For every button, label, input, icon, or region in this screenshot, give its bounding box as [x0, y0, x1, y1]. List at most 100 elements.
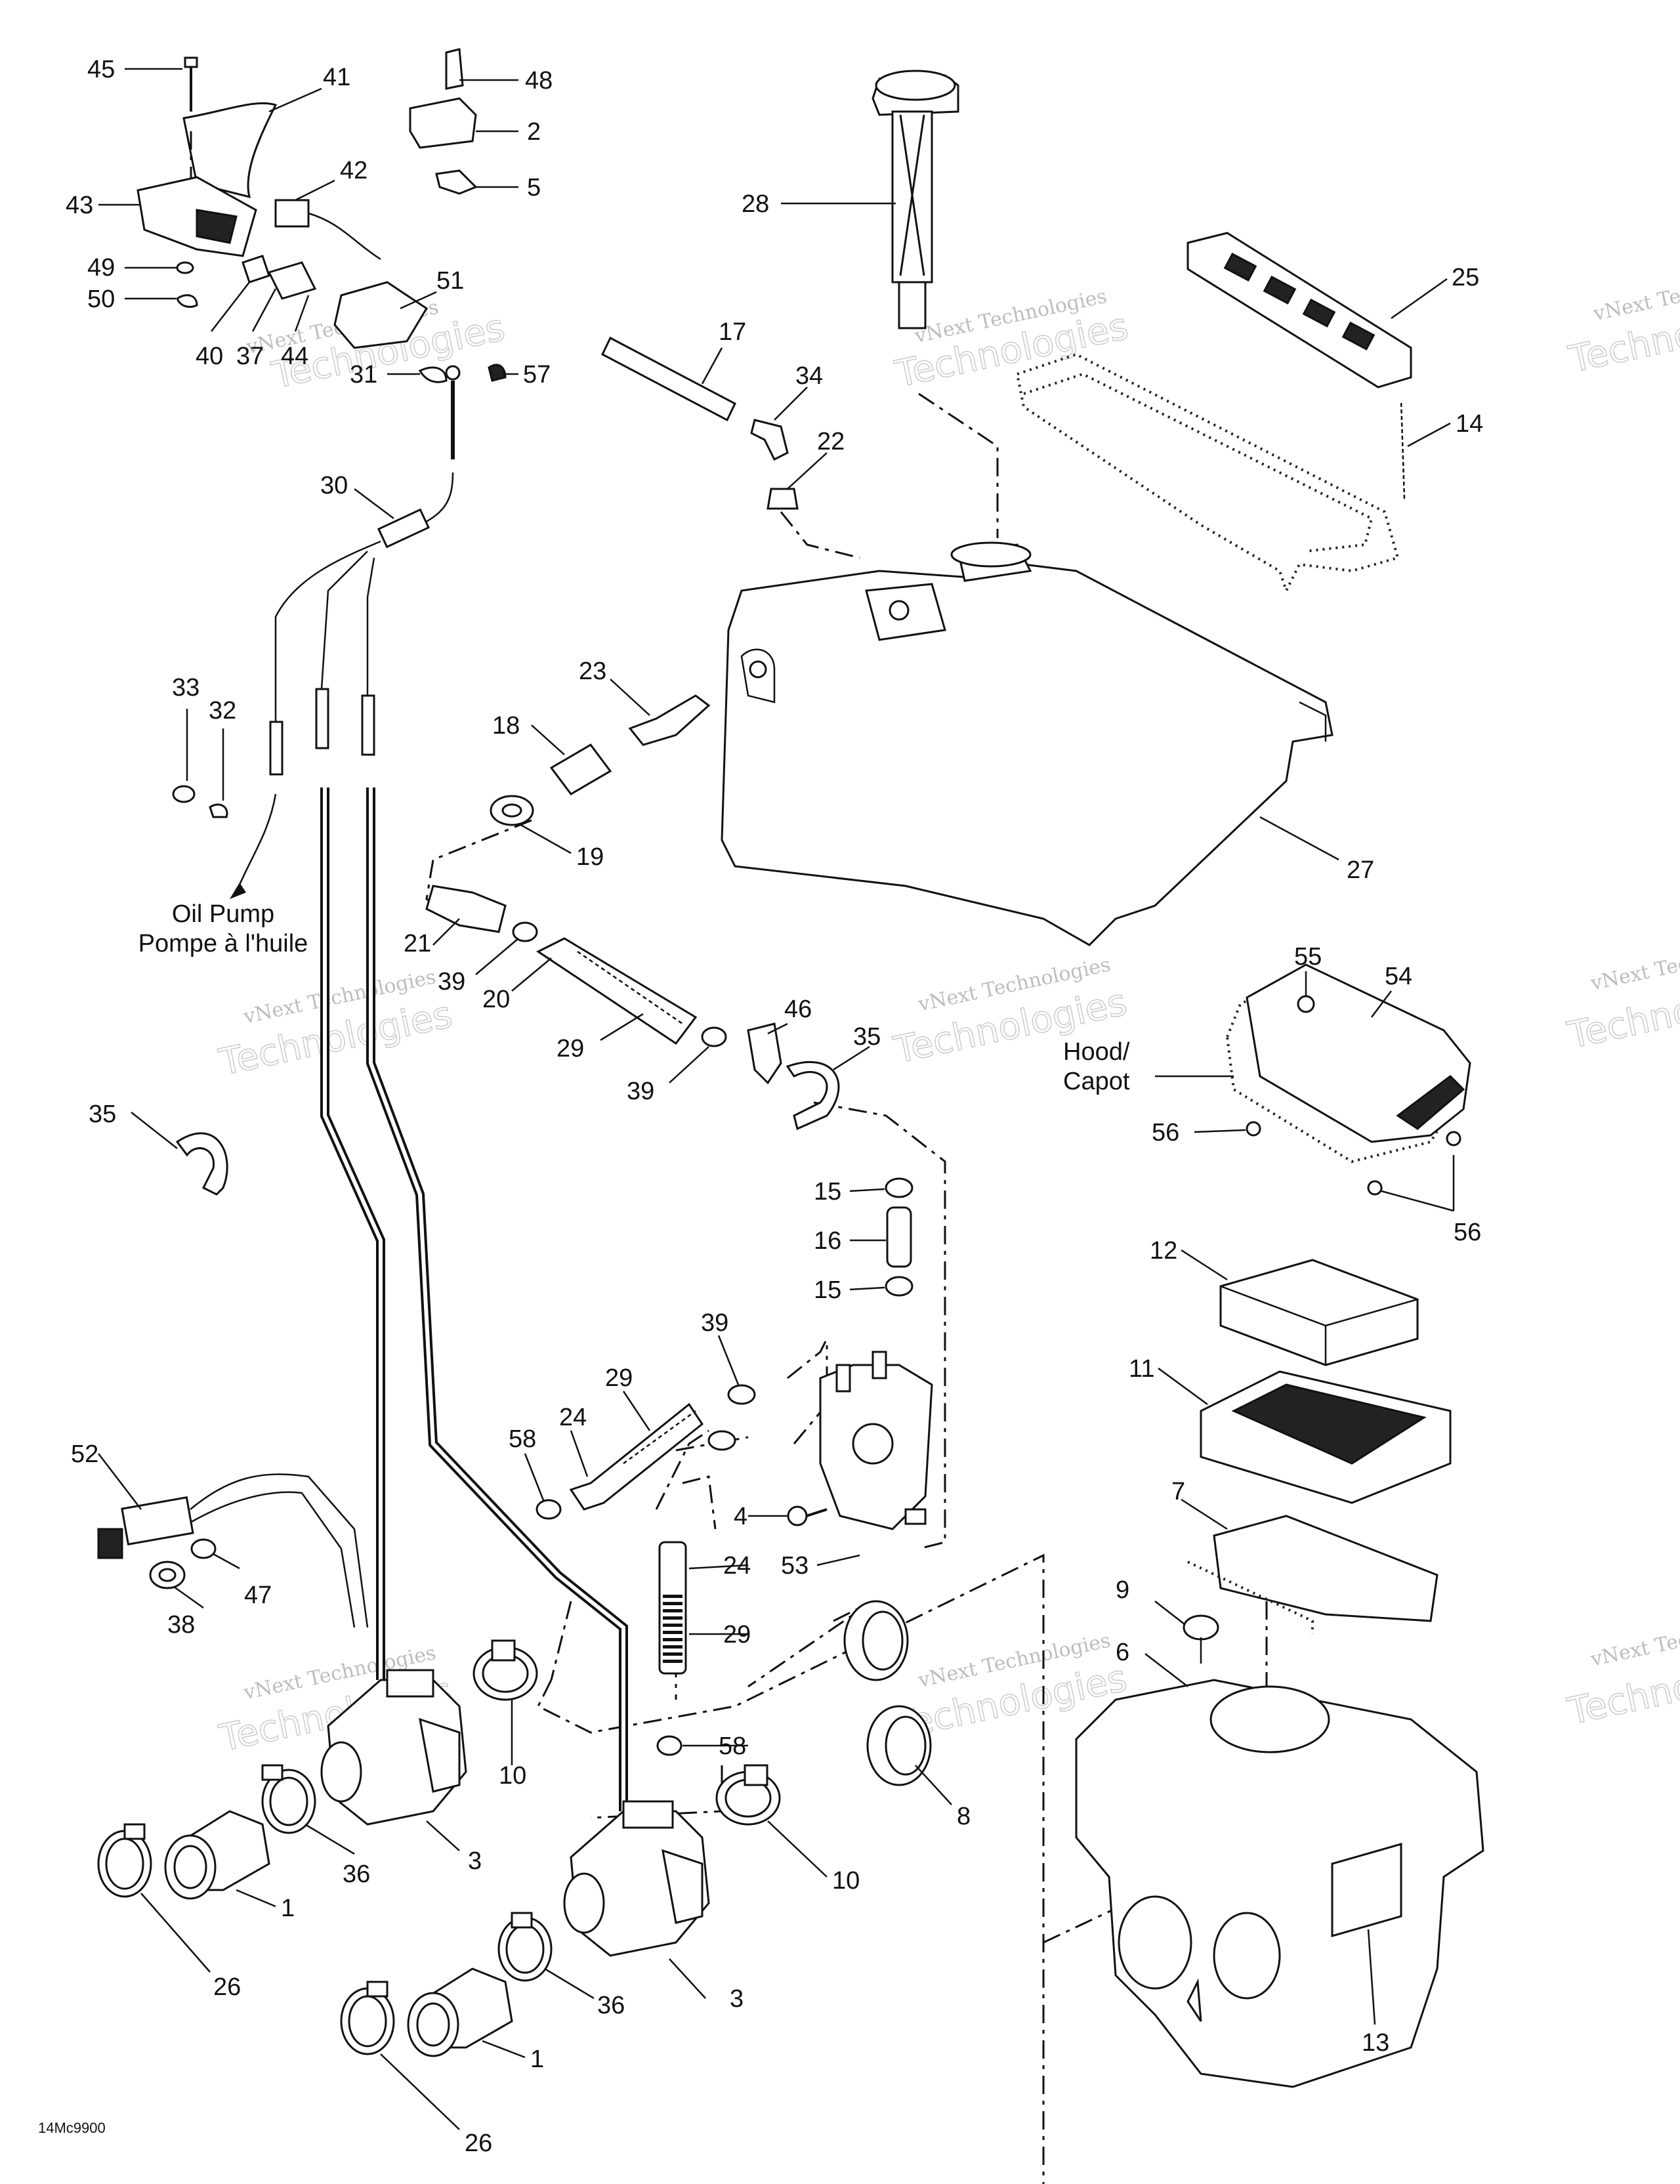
callout-58-b: 58: [719, 1732, 746, 1760]
callout-24-a: 24: [559, 1404, 587, 1431]
part-23-valve: [628, 694, 711, 746]
part-49-washer: [176, 261, 194, 274]
part-30-throttle-cable: [269, 472, 454, 776]
part-26b-clamp: [340, 1981, 395, 2055]
part-2-connector: [409, 97, 477, 149]
part-15a-clamp: [885, 1177, 914, 1198]
part-21-connector: [425, 885, 507, 933]
callout-36-b: 36: [597, 1992, 625, 2019]
callout-46: 46: [784, 996, 812, 1023]
callout-10-b: 10: [832, 1867, 860, 1895]
callout-13: 13: [1362, 2029, 1389, 2057]
part-57-grommet: [488, 364, 507, 382]
callout-39-c: 39: [701, 1309, 728, 1337]
callout-51: 51: [436, 267, 464, 295]
part-10a-clamp: [472, 1639, 538, 1701]
callout-37: 37: [236, 343, 264, 370]
part-33-washer: [172, 785, 196, 803]
callout-47: 47: [244, 1582, 272, 1609]
callout-14: 14: [1456, 410, 1483, 438]
callout-3-a: 3: [468, 1847, 482, 1875]
callout-15-a: 15: [814, 1178, 841, 1206]
callout-58-a: 58: [509, 1425, 536, 1453]
part-1b-boot: [407, 1967, 513, 2057]
callout-6: 6: [1116, 1639, 1129, 1666]
callout-17: 17: [719, 318, 746, 346]
part-52-wire-harness: [97, 1473, 369, 1628]
callout-50: 50: [87, 285, 115, 313]
callout-33: 33: [172, 674, 200, 702]
part-35b-clamp: [175, 1132, 228, 1196]
callout-24-b: 24: [723, 1552, 751, 1580]
oil-pump-label-en: Oil Pump: [172, 900, 274, 928]
cable-throttle-right: [366, 788, 628, 1811]
callout-39-b: 39: [627, 1078, 654, 1105]
part-36b-clamp: [497, 1912, 553, 1982]
hood-label-fr: Capot: [1063, 1068, 1130, 1095]
part-50-clip: [176, 294, 198, 308]
callout-53: 53: [781, 1552, 808, 1580]
part-6-air-box: [1075, 1679, 1484, 2088]
part-48-clip: [445, 48, 464, 90]
part-38-grommet: [149, 1561, 186, 1589]
callout-39-a: 39: [438, 968, 465, 996]
cable-throttle-left: [320, 788, 385, 1680]
part-45-screw: [184, 56, 198, 112]
oil-pump-label-fr: Pompe à l'huile: [138, 930, 308, 957]
callout-29-a: 29: [556, 1035, 584, 1062]
part-47-grommet: [190, 1538, 217, 1559]
callout-45: 45: [87, 56, 115, 83]
part-32-clip: [209, 803, 228, 818]
part-9-fastener: [1183, 1614, 1219, 1664]
part-12-filter: [1219, 1259, 1419, 1366]
part-18-tube: [549, 744, 612, 795]
part-7-plate: [1187, 1515, 1438, 1634]
callout-3-b: 3: [730, 1985, 744, 2013]
part-15b-clamp: [885, 1276, 914, 1297]
part-36a-clamp: [261, 1764, 316, 1834]
part-10b-clamp: [715, 1764, 781, 1826]
part-55-emblem: [1297, 995, 1315, 1013]
part-39a-clamp: [512, 921, 538, 942]
part-56-screws: [1246, 1121, 1461, 1196]
part-5-terminal: [435, 169, 478, 195]
part-20-29-hose: [536, 937, 698, 1045]
callout-26-b: 26: [465, 2130, 492, 2157]
callout-57: 57: [523, 361, 551, 388]
callout-15-b: 15: [814, 1276, 841, 1304]
part-17-vent-tube: [601, 336, 736, 422]
callout-20: 20: [482, 986, 510, 1013]
callout-16: 16: [814, 1227, 841, 1255]
callout-25: 25: [1452, 264, 1479, 291]
part-4-screw: [787, 1505, 828, 1526]
callout-29-c: 29: [723, 1621, 751, 1648]
figure-code: 14Mc9900: [38, 2120, 106, 2136]
callout-numbers: 45 41 48 2 5 43 42 49 50 51 40 37 44 31 …: [66, 56, 1483, 2157]
part-39b-clamp: [701, 1026, 727, 1047]
callout-23: 23: [579, 658, 606, 685]
leader-lines: [98, 68, 1455, 2130]
callout-55: 55: [1294, 943, 1322, 971]
part-22-grommet: [766, 488, 799, 510]
callout-36-a: 36: [343, 1860, 370, 1888]
part-54-hood: [1225, 963, 1471, 1164]
part-58a-clamp: [536, 1499, 562, 1520]
callout-7: 7: [1171, 1478, 1185, 1505]
callout-28: 28: [742, 190, 769, 218]
callout-32: 32: [209, 697, 236, 724]
callout-56-a: 56: [1152, 1119, 1179, 1146]
callout-22: 22: [817, 428, 845, 455]
callout-1-a: 1: [281, 1895, 295, 1922]
support-outline-dotted: [1015, 352, 1400, 595]
part-42-connector: [274, 199, 381, 261]
callout-2: 2: [527, 118, 541, 146]
part-31-clip: [418, 366, 448, 383]
callout-56-b: 56: [1454, 1219, 1481, 1246]
callout-49: 49: [87, 254, 115, 282]
callout-26-a: 26: [213, 1973, 241, 2001]
text-labels: Oil Pump Pompe à l'huile Hood/ Capot 14M…: [38, 900, 1130, 2136]
part-cable-end: [445, 365, 461, 459]
watermark-text: vNext Technologies: [1588, 932, 1680, 995]
part-34-elbow: [750, 419, 789, 461]
